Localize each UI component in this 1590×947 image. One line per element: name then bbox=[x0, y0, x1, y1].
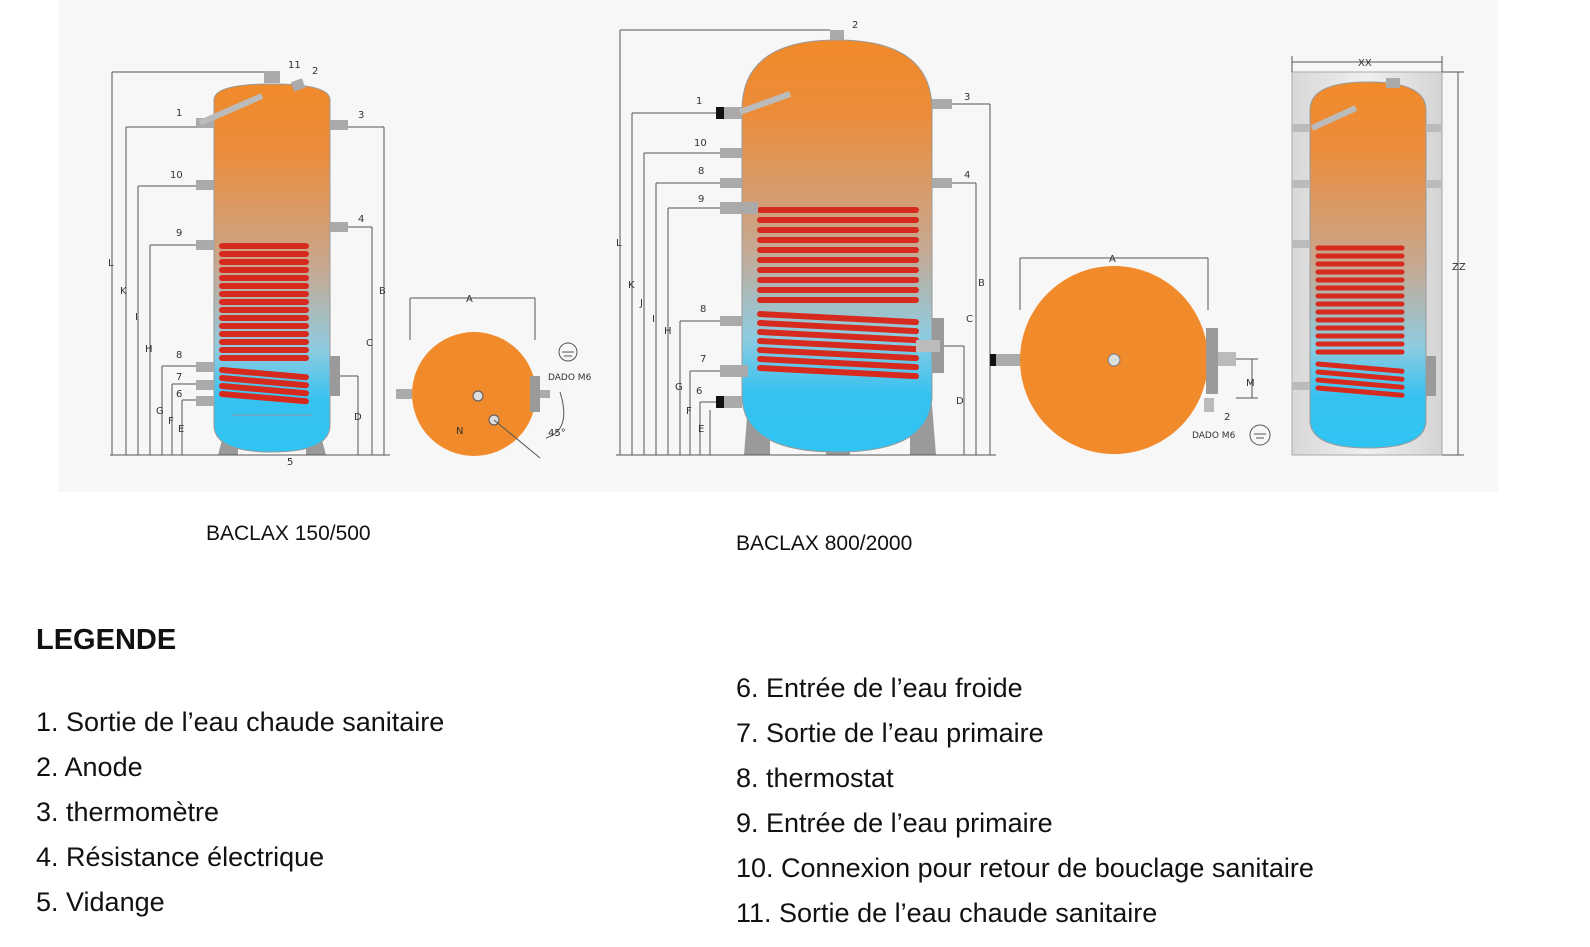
label-b-dado: DADO M6 bbox=[548, 373, 592, 383]
label-a-i: I bbox=[135, 312, 138, 323]
label-d-a: A bbox=[1109, 254, 1116, 265]
legend-item: 4. Résistance électrique bbox=[36, 842, 325, 872]
label-c-8a: 8 bbox=[698, 166, 704, 177]
heating-coil bbox=[1315, 245, 1405, 398]
label-e-zz: ZZ bbox=[1452, 262, 1466, 273]
label-c-7: 7 bbox=[700, 354, 706, 365]
label-a-5: 5 bbox=[287, 457, 293, 468]
legend-item: 3. thermomètre bbox=[36, 797, 220, 827]
label-e-xx: XX bbox=[1358, 58, 1372, 69]
label-b-n: N bbox=[456, 426, 463, 437]
labels-large-top: A M 2 DADO M6 bbox=[1109, 254, 1255, 441]
label-c-4: 4 bbox=[964, 170, 970, 181]
label-c-d: D bbox=[956, 396, 964, 407]
legend-item: 2. Anode bbox=[36, 752, 143, 782]
label-c-1: 1 bbox=[696, 96, 702, 107]
label-c-6: 6 bbox=[696, 386, 702, 397]
label-a-1: 1 bbox=[176, 108, 182, 119]
caption-small-model: BACLAX 150/500 bbox=[206, 522, 371, 545]
dimension-lines-small bbox=[110, 71, 390, 456]
tank-small-side-view bbox=[196, 71, 348, 455]
label-a-c: C bbox=[366, 338, 373, 349]
legend-item: 5. Vidange bbox=[36, 887, 165, 917]
label-a-11: 11 bbox=[288, 60, 301, 71]
label-d-2: 2 bbox=[1224, 412, 1230, 423]
label-c-c: C bbox=[966, 314, 973, 325]
tank-jacketed-view bbox=[1291, 56, 1464, 456]
label-c-3: 3 bbox=[964, 92, 970, 103]
label-c-k: K bbox=[628, 280, 635, 291]
tank-large-side-view bbox=[716, 30, 952, 455]
label-c-g: G bbox=[675, 382, 683, 393]
label-a-l: L bbox=[108, 258, 114, 269]
label-a-e: E bbox=[178, 424, 184, 435]
heating-coil bbox=[757, 207, 919, 380]
tank-technical-diagram: 11 2 1 3 10 4 9 B L K I H C 8 7 6 G F E … bbox=[108, 20, 1466, 468]
legend-item: 7. Sortie de l’eau primaire bbox=[736, 718, 1044, 748]
tank-large-top-view bbox=[990, 257, 1271, 454]
label-d-dado: DADO M6 bbox=[1192, 431, 1236, 441]
label-b-angle: 45° bbox=[548, 428, 566, 439]
label-a-9: 9 bbox=[176, 228, 182, 239]
label-c-10: 10 bbox=[694, 138, 707, 149]
label-c-f: F bbox=[686, 406, 692, 417]
labels-small-top: A DADO M6 N 45° bbox=[456, 294, 592, 439]
heating-coil bbox=[219, 243, 309, 405]
tank-small-top-view bbox=[396, 297, 578, 459]
label-c-l: L bbox=[616, 238, 622, 249]
label-a-3: 3 bbox=[358, 110, 364, 121]
label-c-8b: 8 bbox=[700, 304, 706, 315]
label-a-d: D bbox=[354, 412, 362, 423]
legend-item: 6. Entrée de l’eau froide bbox=[736, 673, 1023, 703]
label-d-m: M bbox=[1246, 378, 1255, 389]
label-c-i: I bbox=[652, 314, 655, 325]
legend-item: 8. thermostat bbox=[736, 763, 894, 793]
dimension-lines-large bbox=[616, 29, 996, 456]
label-a-g: G bbox=[156, 406, 164, 417]
label-a-8: 8 bbox=[176, 350, 182, 361]
label-a-4: 4 bbox=[358, 214, 364, 225]
labels-jacketed: XX ZZ bbox=[1358, 58, 1466, 273]
label-c-9: 9 bbox=[698, 194, 704, 205]
legend-item: 11. Sortie de l’eau chaude sanitaire bbox=[736, 898, 1158, 928]
label-a-k: K bbox=[120, 286, 127, 297]
label-c-2: 2 bbox=[852, 20, 858, 31]
label-c-j: J bbox=[639, 298, 643, 309]
legend-item: 10. Connexion pour retour de bouclage sa… bbox=[736, 853, 1314, 883]
labels-large-side: 2 1 3 10 8 4 9 L K J I H C B 8 7 G 6 F E… bbox=[616, 20, 985, 435]
legend-item: 9. Entrée de l’eau primaire bbox=[736, 808, 1053, 838]
label-a-7: 7 bbox=[176, 372, 182, 383]
legend-heading: LEGENDE bbox=[36, 624, 177, 656]
label-a-2: 2 bbox=[312, 66, 318, 77]
label-a-f: F bbox=[168, 416, 174, 427]
label-a-10: 10 bbox=[170, 170, 183, 181]
caption-large-model: BACLAX 800/2000 bbox=[736, 532, 913, 555]
legend-list-right: 6. Entrée de l’eau froide 7. Sortie de l… bbox=[736, 666, 1314, 936]
legend-list-left: 1. Sortie de l’eau chaude sanitaire 2. A… bbox=[36, 700, 444, 925]
label-c-e: E bbox=[698, 424, 704, 435]
label-a-6: 6 bbox=[176, 389, 182, 400]
labels-small-side: 11 2 1 3 10 4 9 B L K I H C 8 7 6 G F E … bbox=[108, 60, 386, 468]
label-c-h: H bbox=[664, 326, 672, 337]
label-c-b: B bbox=[978, 278, 985, 289]
label-a-b: B bbox=[379, 286, 386, 297]
label-b-a: A bbox=[466, 294, 473, 305]
legend-item: 1. Sortie de l’eau chaude sanitaire bbox=[36, 707, 445, 737]
label-a-h: H bbox=[145, 344, 153, 355]
